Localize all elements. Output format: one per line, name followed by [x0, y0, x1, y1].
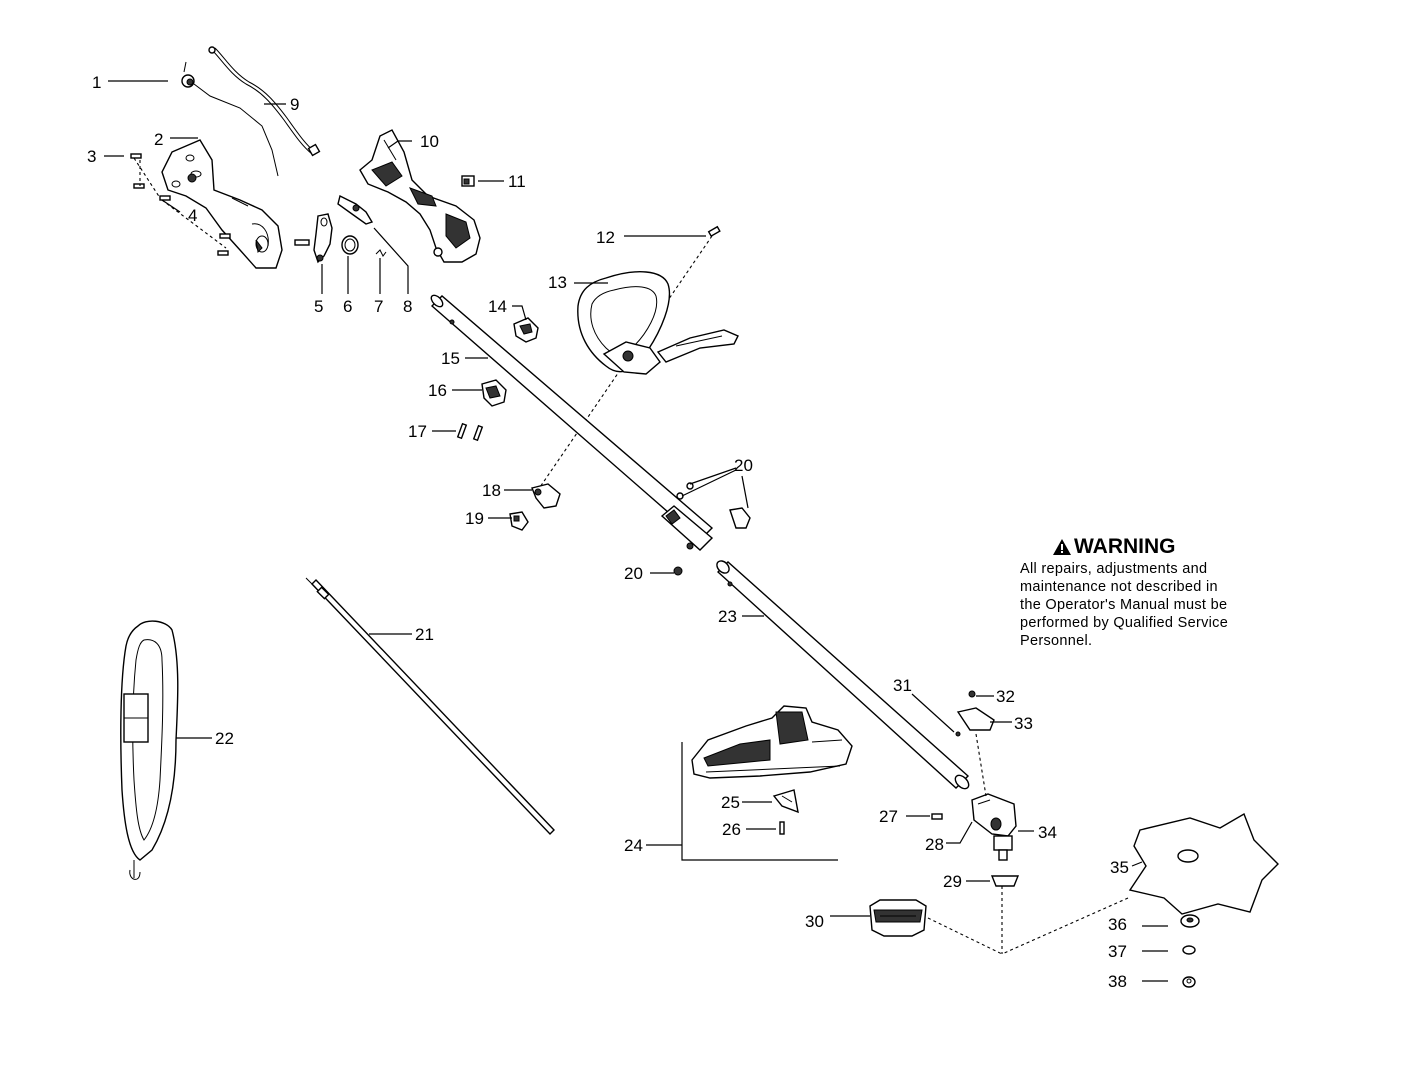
part-23-lower-shaft [716, 560, 970, 790]
part-number-10: 10 [420, 132, 439, 151]
part-number-27: 27 [879, 807, 898, 826]
part-14-clamp [513, 317, 539, 343]
assembly-line-30-bottom [927, 917, 1003, 955]
part-number-24: 24 [624, 836, 643, 855]
warning-title-text: WARNING [1074, 535, 1176, 558]
part-number-12: 12 [596, 228, 615, 247]
part-25-deflector [772, 789, 799, 814]
part-number-3: 3 [87, 147, 96, 166]
part-number-20-upper: 20 [734, 456, 753, 475]
part-number-35: 35 [1110, 858, 1129, 877]
part-38-nut [1182, 976, 1196, 988]
warning-line-2: maintenance not described in [1020, 579, 1218, 595]
part-6-ring [341, 235, 359, 255]
part-35-blade [1128, 812, 1279, 915]
part-5-trigger [294, 213, 333, 264]
part-number-36: 36 [1108, 915, 1127, 934]
part-number-13: 13 [548, 273, 567, 292]
part-number-29: 29 [943, 872, 962, 891]
part-1-switch [181, 61, 279, 177]
part-15-upper-shaft [430, 294, 714, 541]
warning-line-4: performed by Qualified Service [1020, 615, 1229, 631]
part-number-33: 33 [1014, 714, 1033, 733]
part-37-washer [1182, 945, 1196, 955]
part-number-20-lower: 20 [624, 564, 643, 583]
part-number-19: 19 [465, 509, 484, 528]
part-33-shaft-clamp [955, 690, 995, 737]
part-18-bracket [531, 483, 561, 509]
part-number-17: 17 [408, 422, 427, 441]
part-36-nut [1180, 914, 1200, 928]
part-number-15: 15 [441, 349, 460, 368]
part-number-28: 28 [925, 835, 944, 854]
part-29-washer [990, 875, 1020, 887]
assembly-line-33-28 [975, 733, 987, 797]
part-number-6: 6 [343, 297, 352, 316]
part-number-30: 30 [805, 912, 824, 931]
part-10-handle-housing [359, 129, 481, 263]
part-number-34: 34 [1038, 823, 1057, 842]
part-number-37: 37 [1108, 942, 1127, 961]
part-number-2: 2 [154, 130, 163, 149]
part-28-gear-head [971, 793, 1017, 861]
warning-triangle-icon [1053, 539, 1071, 555]
part-11-clip [461, 175, 475, 187]
warning-title: WARNING [1052, 535, 1280, 559]
part-19-clip [509, 511, 529, 531]
part-27-screw [931, 813, 943, 820]
leader-lines [104, 80, 1168, 982]
warning-line-1: All repairs, adjustments and [1020, 561, 1208, 577]
part-number-23: 23 [718, 607, 737, 626]
part-24-guard-assembly [681, 705, 853, 861]
part-number-8: 8 [403, 297, 412, 316]
part-17-screws [456, 422, 484, 442]
warning-notice: WARNING All repairs, adjustments and mai… [1020, 535, 1280, 650]
part-numbers: 1 2 3 4 5 6 7 8 9 10 11 12 13 14 15 16 1… [87, 73, 1129, 991]
part-3-screws [130, 153, 231, 256]
part-number-31: 31 [893, 676, 912, 695]
part-number-4: 4 [188, 206, 197, 225]
part-number-38: 38 [1108, 972, 1127, 991]
part-13-loop-handle [577, 271, 739, 375]
part-number-18: 18 [482, 481, 501, 500]
part-number-26: 26 [722, 820, 741, 839]
part-number-7: 7 [374, 297, 383, 316]
part-number-21: 21 [415, 625, 434, 644]
part-20-coupler [660, 482, 751, 576]
part-9-wire-harness [208, 46, 321, 157]
part-21-drive-shaft [305, 577, 555, 836]
part-30-trimmer-head [869, 899, 927, 937]
part-22-harness-strap [120, 620, 179, 880]
warning-line-3: the Operator's Manual must be [1020, 597, 1228, 613]
part-26-screw [779, 821, 785, 835]
part-16-clamp [481, 379, 507, 407]
assembly-line-35-bottom [1001, 897, 1129, 955]
warning-line-5: Personnel. [1020, 633, 1093, 649]
part-number-5: 5 [314, 297, 323, 316]
part-7-spring [375, 249, 387, 257]
part-2-handle-half [161, 139, 283, 269]
part-number-1: 1 [92, 73, 101, 92]
part-number-11: 11 [508, 172, 526, 191]
part-number-22: 22 [215, 729, 234, 748]
part-number-32: 32 [996, 687, 1015, 706]
part-number-16: 16 [428, 381, 447, 400]
warning-text: All repairs, adjustments and maintenance… [1020, 560, 1280, 650]
part-12-screw [707, 225, 721, 238]
part-8-cable-clip [337, 194, 374, 225]
part-number-14: 14 [488, 297, 507, 316]
part-number-25: 25 [721, 793, 740, 812]
part-number-9: 9 [290, 95, 299, 114]
